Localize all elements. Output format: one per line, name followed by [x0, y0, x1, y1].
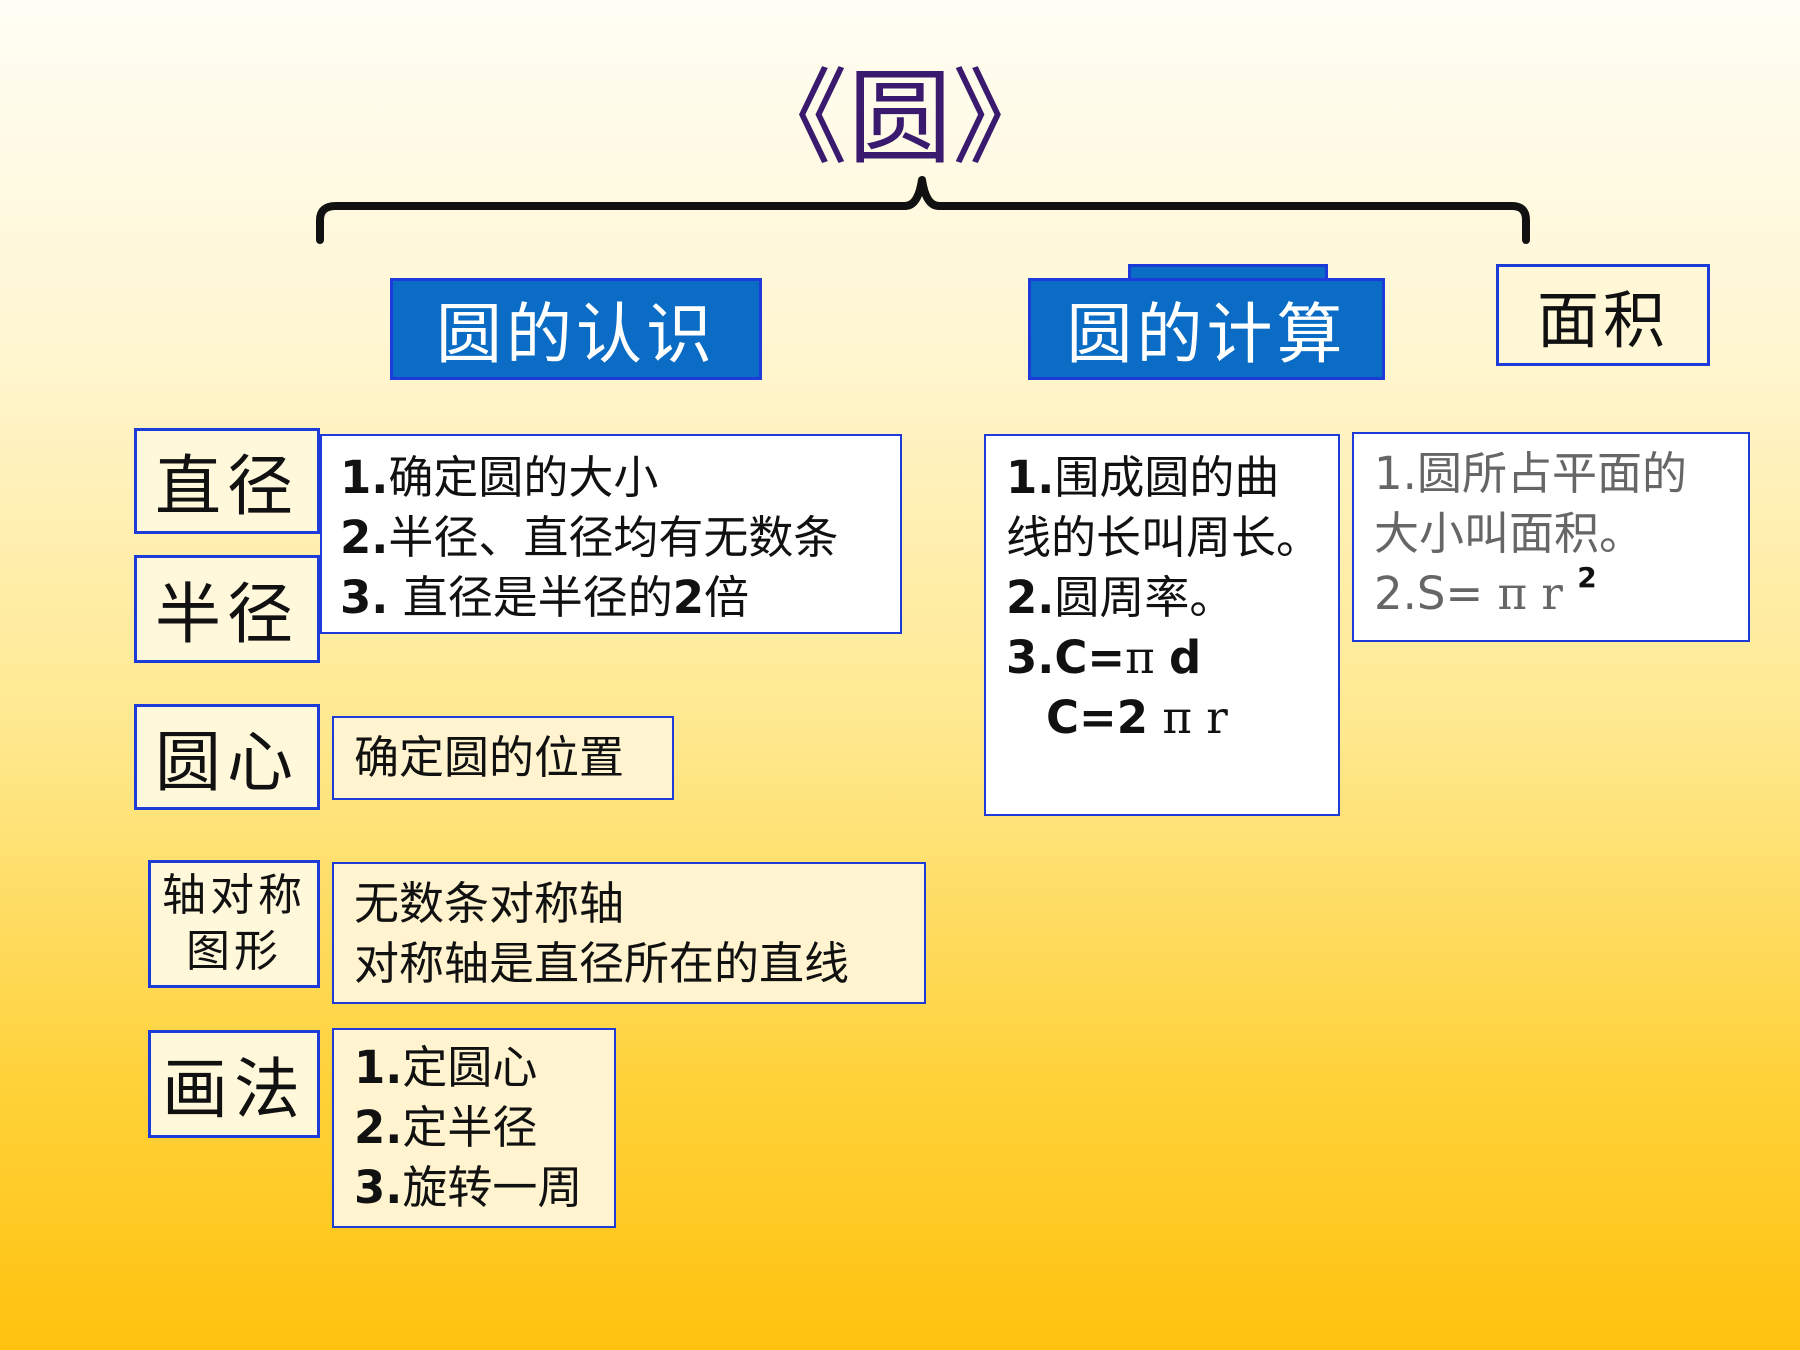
diameter-radius-box: 1.确定圆的大小 2.半径、直径均有无数条 3. 直径是半径的2倍 [320, 434, 902, 634]
perimeter-formula-2: C=2 π r [1046, 691, 1228, 744]
symmetry-box: 无数条对称轴 对称轴是直径所在的直线 [332, 862, 926, 1004]
term-drawing: 画法 [148, 1030, 320, 1138]
term-radius: 半径 [134, 555, 320, 663]
drawing-step-2: 2.定半径 [354, 1101, 538, 1154]
term-axisymmetric: 轴对称 图形 [148, 860, 320, 988]
area-line-2: 大小叫面积。 [1374, 507, 1645, 560]
drawing-box: 1.定圆心 2.定半径 3.旋转一周 [332, 1028, 616, 1228]
perimeter-box: 1.围成圆的曲 线的长叫周长。 2.圆周率。 3.C=π d C=2 π r [984, 434, 1340, 816]
perimeter-line-1: 1.围成圆的曲 [1006, 451, 1280, 504]
term-center: 圆心 [134, 704, 320, 810]
perimeter-line-3: 2.圆周率。 [1006, 571, 1235, 624]
perimeter-formula-1: 3.C=π d [1006, 631, 1202, 684]
area-line-1: 1.圆所占平面的 [1374, 447, 1687, 500]
brace-connector [316, 176, 1530, 244]
term-diameter: 直径 [134, 428, 320, 534]
area-formula: 2.S= π r 2 [1374, 561, 1597, 621]
page-title: 《圆》 [743, 57, 1056, 179]
center-text: 确定圆的位置 [354, 731, 625, 784]
heading-area: 面积 [1496, 264, 1710, 366]
area-box: 1.圆所占平面的 大小叫面积。 2.S= π r 2 [1352, 432, 1750, 642]
drawing-step-3: 3.旋转一周 [354, 1161, 583, 1214]
perimeter-line-2: 线的长叫周长。 [1006, 511, 1322, 564]
center-box: 确定圆的位置 [332, 716, 674, 800]
term-axisymmetric-line1: 轴对称 [162, 870, 306, 921]
symmetry-line-2: 对称轴是直径所在的直线 [354, 937, 850, 990]
diameter-radius-item-3: 3. 直径是半径的2倍 [340, 571, 750, 624]
diameter-radius-item-2: 2.半径、直径均有无数条 [340, 511, 839, 564]
symmetry-line-1: 无数条对称轴 [354, 877, 625, 930]
term-axisymmetric-line2: 图形 [186, 926, 282, 977]
drawing-step-1: 1.定圆心 [354, 1041, 538, 1094]
heading-circle-recognition: 圆的认识 [390, 278, 762, 380]
heading-circle-calculation: 圆的计算 [1028, 278, 1385, 380]
diameter-radius-item-1: 1.确定圆的大小 [340, 451, 659, 504]
